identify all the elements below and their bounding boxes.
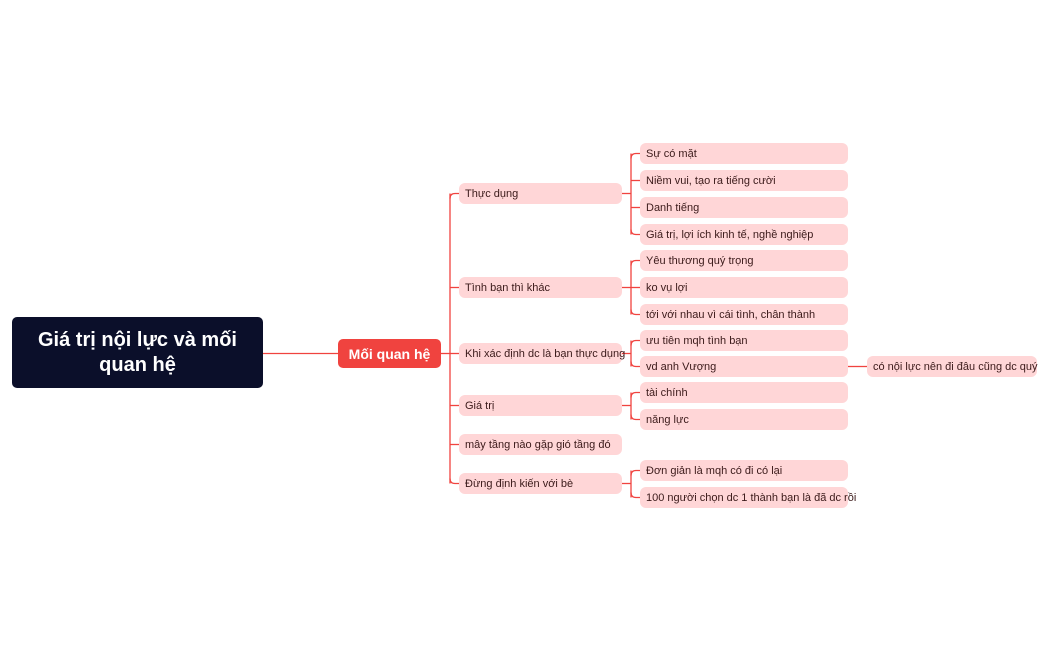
leaf-yeu-thuong[interactable]: Yêu thương quý trọng	[640, 250, 848, 271]
leaf-label: Đơn giản là mqh có đi có lại	[646, 464, 783, 477]
b0-children-link-3	[630, 229, 640, 236]
main-topic[interactable]: Mối quan hệ	[338, 339, 441, 368]
leaf-100-nguoi[interactable]: 100 người chọn dc 1 thành bạn là đã dc r…	[640, 487, 856, 508]
branch-may-tang[interactable]: mây tầng nào gặp gió tầng đó	[459, 434, 622, 455]
leaf-su-co-mat[interactable]: Sự có mặt	[640, 143, 848, 164]
root-topic[interactable]: Giá trị nội lực và mối quan hệ	[12, 317, 263, 388]
b5-children-link-1	[630, 492, 640, 499]
branch-thuc-dung[interactable]: Thực dụng	[459, 183, 622, 204]
leaf-niem-vui[interactable]: Niềm vui, tạo ra tiếng cười	[640, 170, 848, 191]
leaf-label: tới với nhau vì cái tình, chân thành	[646, 308, 816, 321]
b0-children-link-0	[630, 152, 640, 159]
leaf-toi-voi-nhau[interactable]: tới với nhau vì cái tình, chân thành	[640, 304, 848, 325]
leaf-label: có nội lực nên đi đâu cũng dc quý	[873, 360, 1038, 373]
b1-children-link-0	[630, 259, 640, 266]
branch-label: Thực dụng	[465, 187, 519, 200]
main-branches-link-5	[449, 478, 459, 485]
leaf-uu-tien[interactable]: ưu tiên mqh tình bạn	[640, 330, 848, 351]
b3-children-link-0	[630, 391, 640, 398]
leaf-label: vd anh Vượng	[646, 360, 717, 373]
main-branches-link-0	[449, 192, 459, 199]
leaf-label: năng lực	[646, 413, 689, 426]
branch-tinh-ban[interactable]: Tình bạn thì khác	[459, 277, 622, 298]
b2-children-link-1	[630, 361, 640, 368]
branch-label: Khi xác định dc là bạn thực dụng	[465, 347, 626, 360]
leaf-label: Niềm vui, tạo ra tiếng cười	[646, 174, 776, 187]
leaf-label: Danh tiếng	[646, 201, 700, 214]
b2-children-link-0	[630, 339, 640, 346]
leaf-label: Yêu thương quý trọng	[646, 254, 754, 267]
branch-label: Đừng định kiến với bè	[465, 477, 574, 490]
branch-label: Giá trị	[465, 399, 495, 412]
leaf-label: Sự có mặt	[646, 147, 697, 160]
b1-children-link-2	[630, 309, 640, 316]
root-topic-label: Giá trị nội lực và mối quan hệ	[38, 328, 237, 376]
leaf-label: ưu tiên mqh tình bạn	[646, 334, 748, 347]
leaf-vd-anh-vuong[interactable]: vd anh Vượng	[640, 356, 848, 377]
branch-dung-dinh-kien[interactable]: Đừng định kiến với bè	[459, 473, 622, 494]
b3-children-link-1	[630, 414, 640, 421]
leaf-ko-vu-loi[interactable]: ko vụ lợi	[640, 277, 848, 298]
leaf-nang-luc[interactable]: năng lực	[640, 409, 848, 430]
leaf-don-gian[interactable]: Đơn giản là mqh có đi có lại	[640, 460, 848, 481]
leaf-label: tài chính	[646, 386, 688, 399]
leaf-label: 100 người chọn dc 1 thành bạn là đã dc r…	[646, 491, 857, 504]
branch-khi-xac-dinh[interactable]: Khi xác định dc là bạn thực dụng	[459, 343, 626, 364]
b5-children-link-0	[630, 469, 640, 476]
leaf-tai-chinh[interactable]: tài chính	[640, 382, 848, 403]
leaf-co-noi-luc[interactable]: có nội lực nên đi đâu cũng dc quý	[867, 356, 1038, 377]
main-topic-label: Mối quan hệ	[348, 345, 431, 362]
leaf-gia-tri-loi-ich[interactable]: Giá trị, lợi ích kinh tế, nghề nghiệp	[640, 224, 848, 245]
leaf-danh-tieng[interactable]: Danh tiếng	[640, 197, 848, 218]
branch-label: Tình bạn thì khác	[465, 281, 550, 294]
leaf-label: ko vụ lợi	[646, 281, 688, 294]
leaf-label: Giá trị, lợi ích kinh tế, nghề nghiệp	[646, 228, 814, 241]
branch-label: mây tầng nào gặp gió tầng đó	[465, 438, 611, 451]
branch-gia-tri[interactable]: Giá trị	[459, 395, 622, 416]
